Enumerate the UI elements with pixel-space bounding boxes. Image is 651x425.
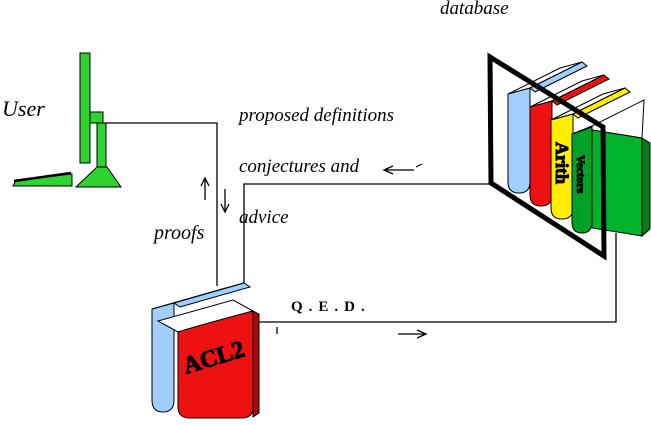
proofs-label: proofs [154,222,205,244]
arrow-right-icon [398,329,428,339]
arrow-left-icon [382,163,423,175]
proposed-line-1: proposed definitions [239,105,394,126]
prover-books: ACL2 [151,282,260,419]
book-red-stripe [551,74,610,106]
arrow-down-icon [220,189,230,214]
proposed-line-2: conjectures and [239,156,360,177]
prover-red-side [252,310,260,418]
book-arith: Arith [550,87,631,220]
proposed-definitions-label: proposed definitions conjectures and adv… [239,73,394,260]
database-label: database [440,0,509,19]
book-vectors-side [641,137,651,238]
book-arith-stripe [572,87,631,119]
book-vectors-label: Vectors [574,155,588,194]
monitor-screen [79,52,91,164]
prover-blue-stripe [172,282,252,308]
book-vectors: Vectors [571,99,651,238]
book-blue-stripe [529,61,588,93]
prover-book-blue [151,282,252,413]
prover-book-red: ACL2 [156,299,260,419]
connection-lines [103,122,617,334]
book-red-spine [529,100,553,207]
monitor-stand [96,122,107,170]
arrow-up-icon [200,176,210,200]
qed-return-line [257,233,617,323]
database-to-prover-line [243,183,490,286]
proposed-line-3: advice [239,207,289,228]
shelf-frame [487,52,607,261]
user-workstation [12,52,122,188]
flow-arrows [200,163,428,339]
book-vectors-front [591,129,643,237]
qed-label: Q.E.D. [291,299,371,315]
user-label: User [2,96,45,121]
monitor-bracket [89,111,104,124]
book-arith-label: Arith [552,142,572,184]
keyboard-top-edge [13,171,72,183]
book-blue-spine [507,87,531,194]
user-to-prover-line [103,122,218,286]
database-shelf: Arith Vectors [487,52,651,261]
book-red [529,74,610,207]
prover-red-front [177,310,254,419]
monitor-foot [74,166,122,188]
prover-blue-spine [151,302,175,413]
